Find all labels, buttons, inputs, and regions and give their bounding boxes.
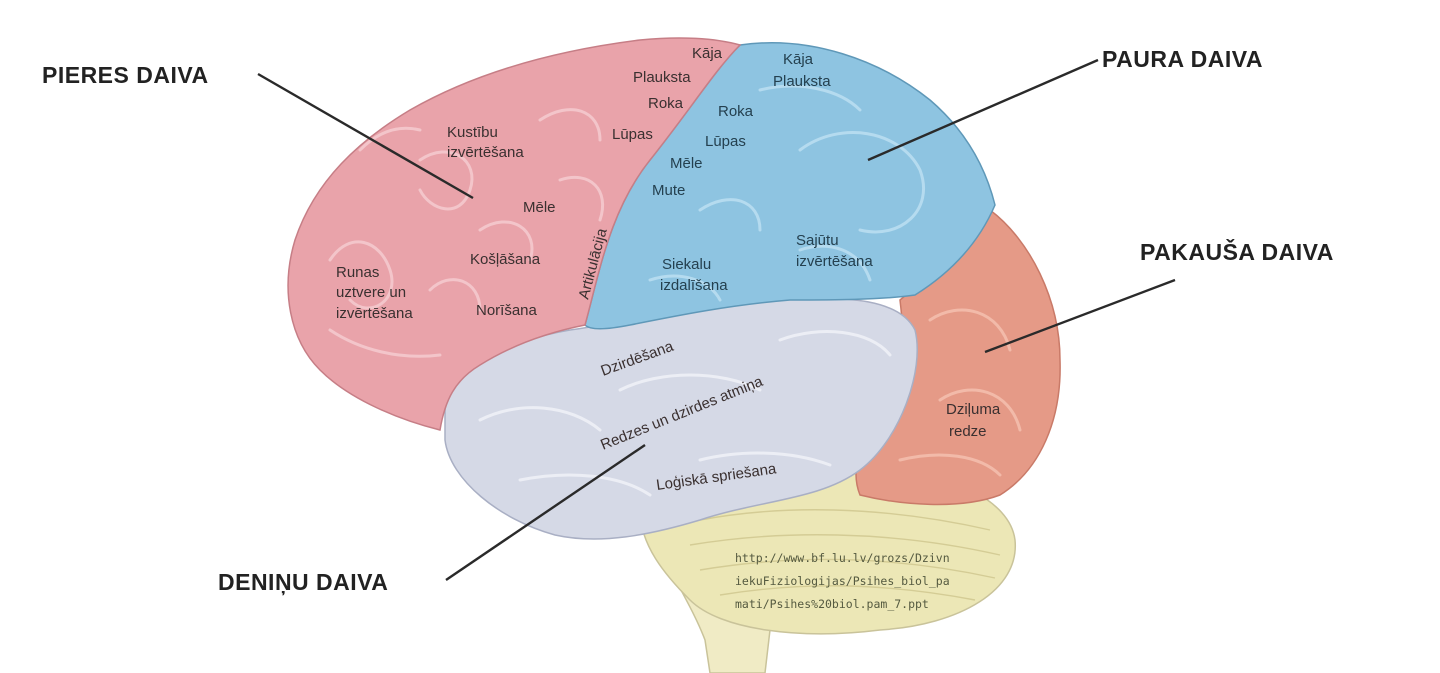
occipital-lobe-title: PAKAUŠA DAIVA (1140, 238, 1334, 265)
occipital-label-dzilums-2: redze (949, 423, 987, 440)
frontal-gyri (328, 108, 605, 358)
frontal-label-kustibu-1: Kustību (447, 124, 498, 141)
temporal-pointer (445, 444, 646, 581)
parietal-label-sajutu-2: izvērtēšana (796, 253, 873, 270)
frontal-label-norisana: Norīšana (476, 302, 538, 319)
frontal-label-roka: Roka (648, 95, 684, 112)
occipital-label-dzilums-1: Dziļuma (946, 401, 1001, 418)
source-url-line-1: http://www.bf.lu.lv/grozs/Dzivn (735, 551, 950, 565)
frontal-label-runas-3: izvērtēšana (336, 305, 413, 322)
frontal-label-kustibu-2: izvērtēšana (447, 144, 524, 161)
frontal-label-lupas: Lūpas (612, 126, 653, 143)
occipital-pointer (984, 278, 1176, 354)
frontal-label-runas-2: uztvere un (336, 284, 406, 301)
frontal-label-kaja: Kāja (692, 45, 723, 62)
parietal-label-lupas: Lūpas (705, 133, 746, 150)
parietal-label-mele: Mēle (670, 155, 703, 172)
parietal-label-siekalu-1: Siekalu (662, 256, 711, 273)
parietal-label-kaja: Kāja (783, 51, 814, 68)
parietal-label-sajutu-1: Sajūtu (796, 232, 839, 249)
parietal-label-roka: Roka (718, 103, 754, 120)
occipital-gyri (898, 308, 1022, 477)
temporal-gyri (478, 330, 892, 497)
temporal-lobe-title: DENIŅU DAIVA (218, 569, 388, 595)
cerebellum-folds (689, 509, 1001, 601)
parietal-lobe-title: PAURA DAIVA (1102, 46, 1263, 72)
parietal-label-plaukstа: Plaukstа (773, 73, 831, 90)
frontal-label-plaukstа: Plaukstа (633, 69, 691, 86)
source-url-line-3: mati/Psihes%20biol.pam_7.ppt (735, 597, 929, 611)
frontal-label-mele: Mēle (523, 199, 556, 216)
frontal-pointer (257, 72, 474, 200)
frontal-label-runas-1: Runas (336, 264, 379, 281)
frontal-lobe (287, 37, 742, 431)
frontal-label-kosliesana: Košļāšana (470, 251, 541, 268)
parietal-label-mute: Mute (652, 182, 685, 199)
parietal-gyri (648, 84, 926, 302)
frontal-lobe-title: PIERES DAIVA (42, 62, 209, 88)
source-url-line-2: iekuFiziologijas/Psihes_biol_pa (735, 574, 950, 588)
parietal-pointer (867, 58, 1099, 162)
parietal-label-siekalu-2: izdalīšana (660, 277, 728, 294)
